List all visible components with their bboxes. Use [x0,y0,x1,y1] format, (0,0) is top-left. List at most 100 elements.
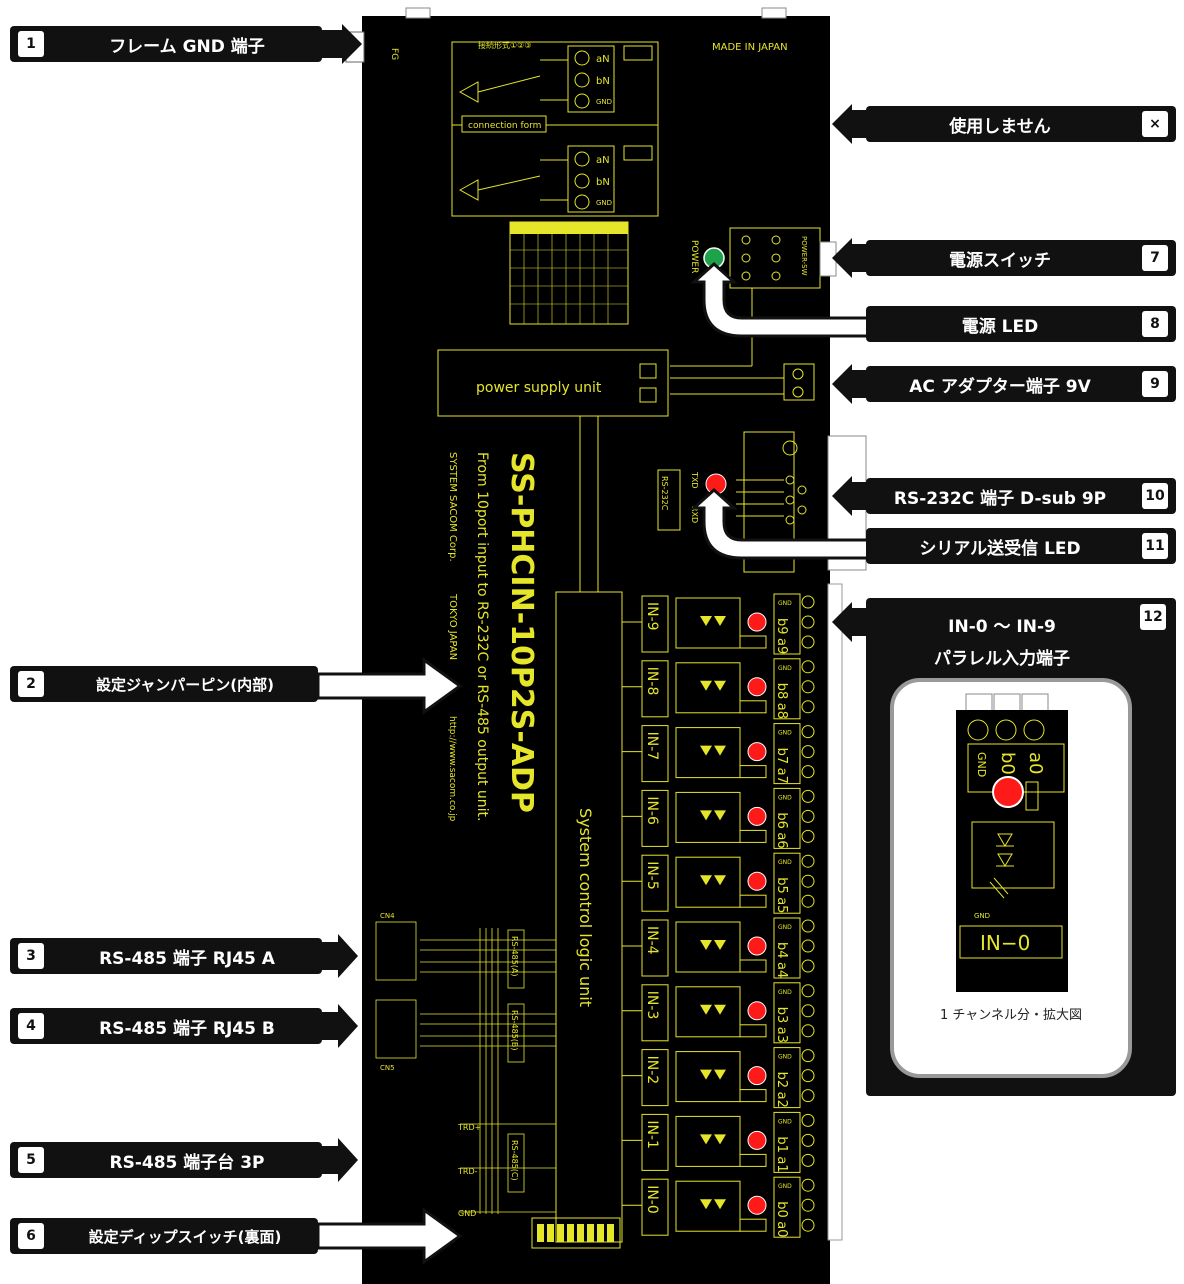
terminal-pin-box [773,593,801,655]
callout-number: 7 [1142,245,1168,271]
terminal-screw-gnd [801,789,815,803]
rs485a-label: RS-485(A) [510,936,519,977]
arrow-7 [832,238,866,278]
optocoupler-box [675,1051,741,1103]
arrow-8 [690,261,866,338]
rxd-label: RXD [690,506,699,523]
trd-minus-label: TRD- [457,1167,478,1176]
connection-form-label: connection form [468,121,541,131]
arrow-5 [322,1138,358,1182]
terminal-screw-a [801,1024,815,1038]
arrow-11 [690,487,866,560]
terminal-a-label: a4 [774,962,789,978]
terminal-b-label: b1 [774,1136,789,1153]
resistor [739,829,767,843]
terminal-screw-a [801,1218,815,1232]
diode-icon [714,745,726,756]
gnd-label-485: GND [458,1209,476,1218]
diode-icon [714,940,726,950]
terminal-pin-box [773,1176,801,1238]
channel-label: IN-0 [644,1185,660,1214]
model-subtitle: From 10port input to RS-232C or RS-485 o… [474,452,490,822]
input-led [747,612,767,632]
terminal-a-label: a7 [774,768,789,784]
input-led [747,936,767,956]
diode-icon [700,1199,712,1210]
optocoupler-box [675,856,741,908]
zoom-gnd: GND [975,752,988,777]
terminal-screw-gnd [801,660,815,674]
terminal-gnd-label: GND [778,859,792,866]
resistor [739,1024,767,1038]
callout-number: 5 [18,1147,44,1173]
gnd-label-top: GND [596,98,612,106]
terminal-b-label: b8 [774,683,789,700]
terminal-screw-gnd [801,984,815,998]
diode-icon [714,680,726,691]
input-led [747,1001,767,1021]
optocoupler-box [675,727,741,779]
psu-minus [639,387,657,403]
terminal-screw-gnd [801,854,815,868]
terminal-gnd-label: GND [778,1118,792,1125]
an-label-2: aN [596,155,610,166]
terminal-screw-gnd [801,725,815,739]
optocoupler-box [675,1180,741,1232]
terminal-pin-box [773,658,801,720]
terminal-screw-a [801,700,815,714]
terminal-pin-box [773,982,801,1044]
arrow-6 [316,1207,463,1265]
terminal-screw-a [801,765,815,779]
terminal-b-label: b9 [774,618,789,635]
diode-icon [714,1199,726,1210]
terminal-gnd-label: GND [778,989,792,996]
callout-7: 電源スイッチ 7 [866,240,1176,276]
terminal-screw-a [801,1153,815,1167]
gnd-label-2: GND [596,199,612,207]
terminal-a-label: a3 [774,1027,789,1043]
resistor [739,894,767,908]
resistor [739,765,767,779]
callout-text: RS-485 端子台 3P [109,1152,265,1173]
callout-number: 11 [1142,533,1168,559]
power-sw-label: POWER-SW [800,236,808,276]
terminal-pin-box [773,723,801,785]
cn5-label: CN5 [380,1064,395,1072]
diode-icon [714,810,726,821]
terminal-b-label: b7 [774,748,789,765]
terminal-screw-b [801,809,815,823]
ac-adapter-jack [670,363,815,401]
callout-text: 電源 LED [961,316,1039,337]
zoom-caption: 1 チャンネル分・拡大図 [939,1008,1082,1023]
terminal-a-label: a0 [774,1221,789,1237]
input-led [747,871,767,891]
rs485b-label: RS-485(B) [510,1010,519,1051]
callout-text: 設定ジャンパーピン(内部) [96,675,274,694]
terminal-a-label: a9 [774,638,789,654]
channel-label-box [641,725,669,783]
rs485c-label: RS-485(C) [510,1140,519,1181]
optocoupler-box [675,1115,741,1167]
terminal-screw-b [801,874,815,888]
arrow-10 [832,476,866,516]
terminal-screw-b [801,680,815,694]
callout-9: AC アダプター端子 9V 9 [866,366,1176,402]
channel-label-box [641,789,669,847]
terminal-gnd-label: GND [778,1183,792,1190]
channel-label-box [641,1113,669,1171]
terminal-b-label: b6 [774,812,789,829]
rs232c-label: RS-232C [660,476,669,511]
channel-label: IN-1 [644,1120,660,1149]
terminal-screw-gnd [801,1049,815,1063]
resistor [739,1218,767,1232]
diode-icon [700,745,712,756]
terminal-screw-a [801,1089,815,1103]
terminal-gnd-label: GND [778,1054,792,1061]
top-connector-left [405,7,431,19]
callout-number: 8 [1142,311,1168,337]
input-led [747,1130,767,1150]
channel-label-box [641,595,669,653]
terminal-screw-b [801,745,815,759]
channel-label: IN-3 [644,991,660,1020]
terminal-gnd-label: GND [778,665,792,672]
